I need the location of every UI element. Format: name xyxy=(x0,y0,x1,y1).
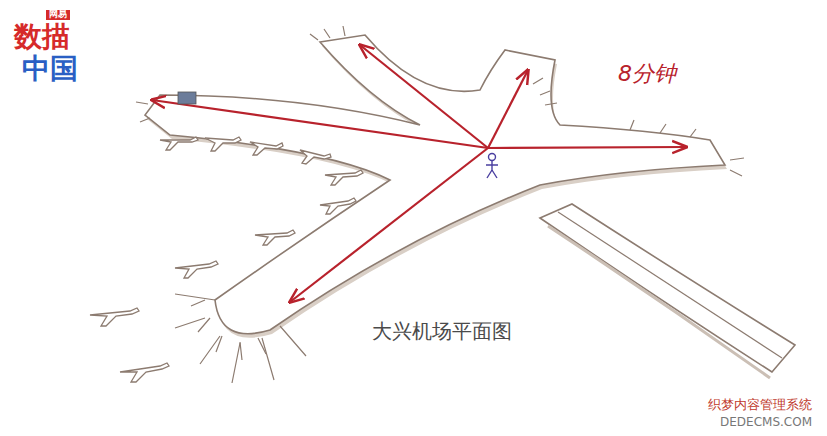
watermark: DEDECMS.COM xyxy=(720,416,812,429)
logo-title: 中国 xyxy=(22,54,78,85)
logo-badge: 网易 xyxy=(46,10,70,20)
person-figure xyxy=(486,154,498,179)
walk-arrows xyxy=(152,45,686,302)
terminal-outline xyxy=(145,35,725,334)
logo-title: 数描 xyxy=(14,22,70,53)
plane-icons xyxy=(90,137,363,382)
map-caption: 大兴机场平面图 xyxy=(372,320,512,342)
time-label: 8分钟 xyxy=(618,62,676,86)
watermark: 织梦内容管理系统 xyxy=(708,398,812,412)
secondary-building xyxy=(540,204,795,372)
